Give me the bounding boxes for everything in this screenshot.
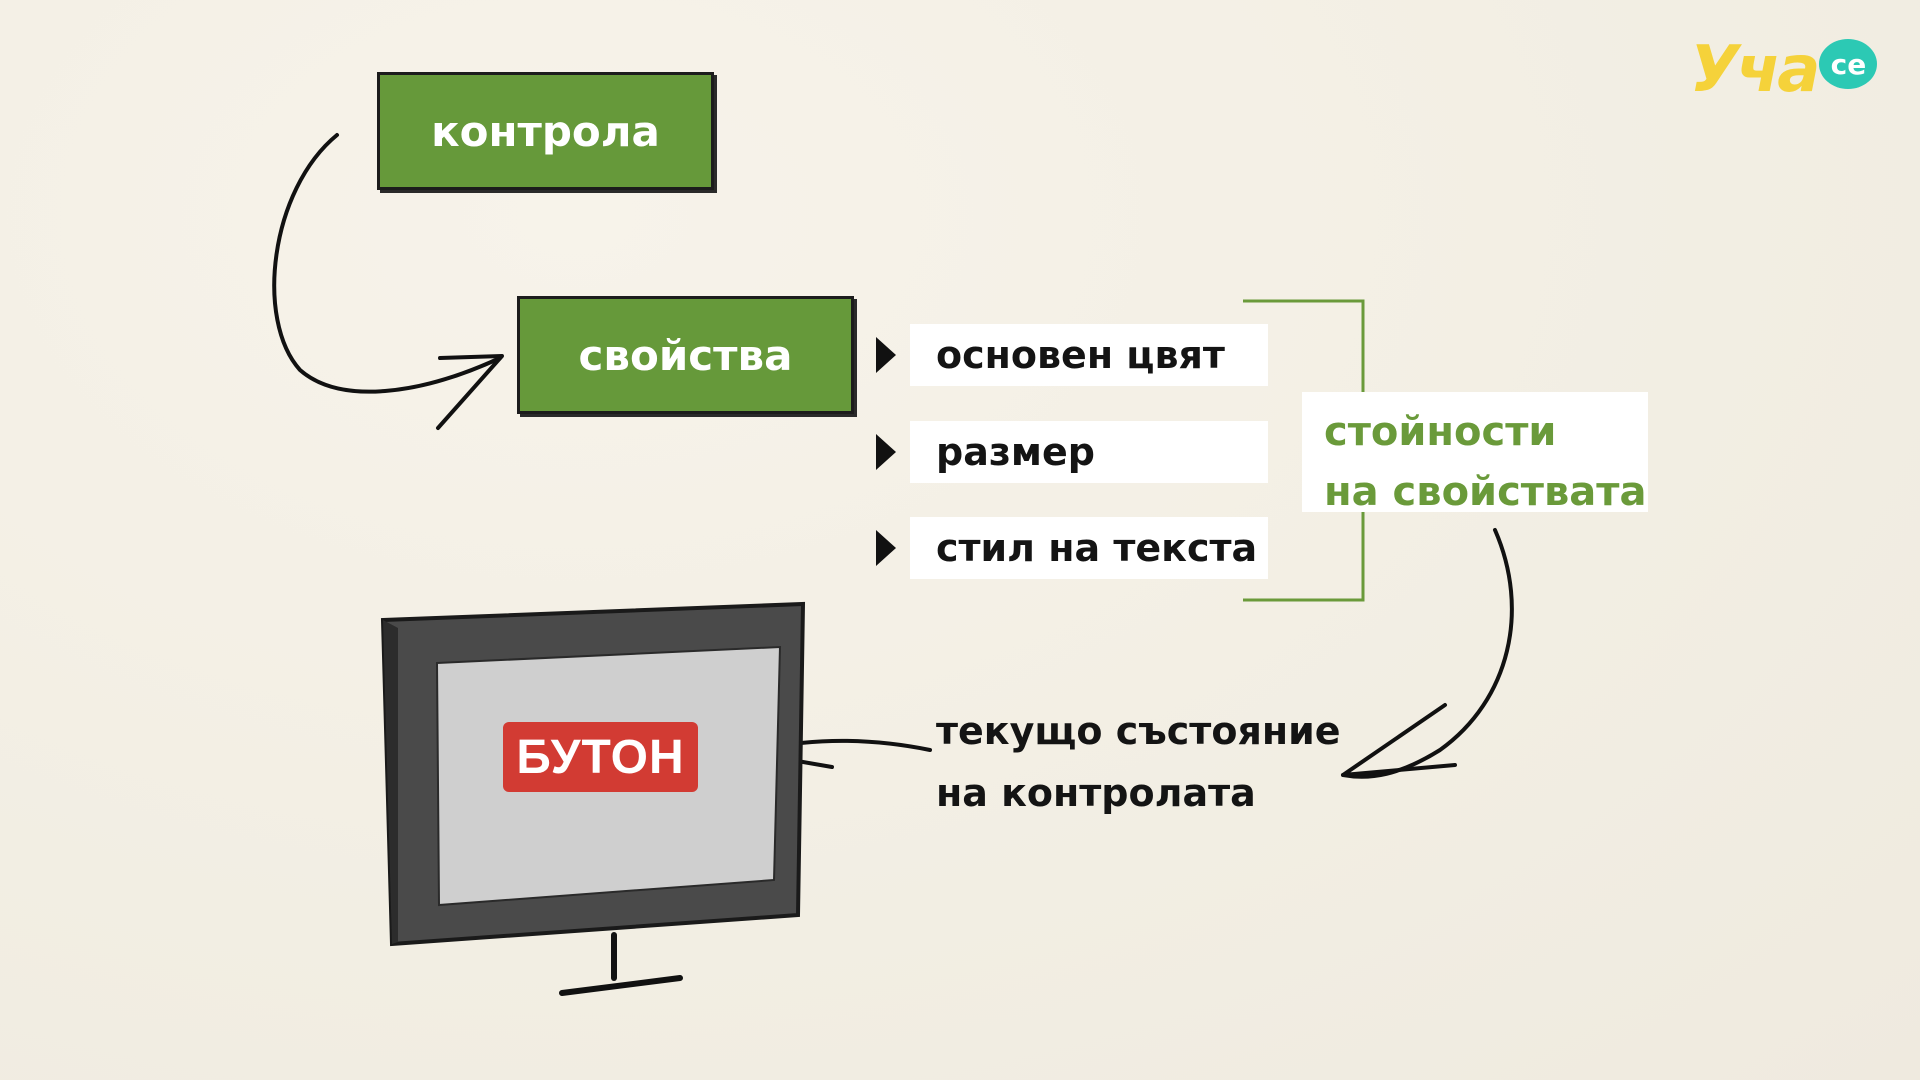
property-item-base-color: основен цвят [876, 324, 1268, 386]
current-state-label: текущо състояние на контролата [936, 700, 1341, 824]
state-label-line1: текущо състояние [936, 709, 1341, 753]
sample-button: БУТОН [503, 722, 698, 792]
values-label-line1: стойности [1324, 409, 1557, 455]
brand-logo: Уча се [1690, 30, 1878, 110]
monitor-drawing [380, 601, 806, 996]
play-triangle-icon [876, 530, 896, 566]
properties-box: свойства [517, 296, 854, 414]
control-box: контрола [377, 72, 714, 190]
properties-label: свойства [578, 330, 793, 380]
curve-arrow-head-2 [1341, 703, 1457, 777]
property-item-size: размер [876, 421, 1268, 483]
property-label: размер [910, 421, 1268, 483]
values-bracket [1243, 299, 1365, 602]
logo-bubble-text: се [1830, 47, 1867, 81]
logo-text: Уча [1690, 33, 1820, 107]
values-label-line2: на свойствата [1324, 469, 1647, 515]
control-label: контрола [431, 106, 660, 156]
curve-arrow-values-to-state [1341, 528, 1514, 779]
logo-bubble-icon: се [1819, 39, 1878, 89]
play-triangle-icon [876, 434, 896, 470]
curve-arrow-head-1 [436, 354, 504, 430]
state-label-line2: на контролата [936, 771, 1256, 815]
sample-button-label: БУТОН [516, 730, 685, 784]
property-item-text-style: стил на текста [876, 517, 1268, 579]
property-label: стил на текста [910, 517, 1268, 579]
curve-arrow-control-to-properties [272, 133, 502, 394]
property-label: основен цвят [910, 324, 1268, 386]
property-values-box: стойности на свойствата [1302, 392, 1648, 515]
play-triangle-icon [876, 337, 896, 373]
